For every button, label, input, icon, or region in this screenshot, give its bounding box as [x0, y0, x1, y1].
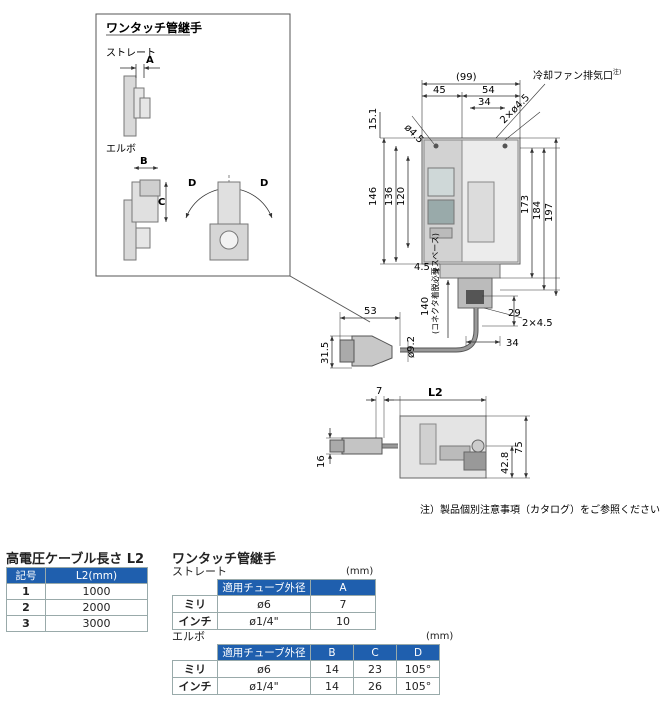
- fitting-table-title: ワンタッチ管継手: [172, 552, 277, 567]
- cable-header-l2: L2(mm): [45, 567, 148, 584]
- straight-fitting-table: 適用チューブ外径 A ミリ ø6 7 インチ ø1/4" 10: [172, 579, 376, 630]
- table-row: ミリ ø6 7: [172, 595, 376, 613]
- elbow-fitting-table: 適用チューブ外径 B C D ミリ ø6 14 23 105° インチ ø1/4…: [172, 644, 440, 695]
- dim-54: 54: [482, 85, 495, 96]
- footnote: 注）製品個別注意事項（カタログ）をご参照ください。: [420, 503, 660, 516]
- dim-197: 197: [544, 203, 555, 222]
- table-row: ミリ ø6 14 23 105°: [172, 660, 440, 678]
- dim-a-label: A: [146, 55, 154, 66]
- dim-34-bottom: 34: [506, 338, 519, 349]
- inset-title: ワンタッチ管継手: [106, 20, 202, 35]
- straight-table-label: ストレート: [172, 565, 227, 578]
- dim-120: 120: [396, 187, 407, 206]
- dim-75: 75: [514, 441, 525, 454]
- dim-29: 29: [508, 308, 521, 319]
- straight-header-tube: 適用チューブ外径: [217, 579, 311, 596]
- elbow-fitting-side: B C: [123, 156, 168, 261]
- technical-drawing: ワンタッチ管継手 ストレート エルボ A B C: [95, 13, 660, 516]
- dim-phi9-2: ø9.2: [406, 336, 417, 358]
- inset-elbow-label: エルボ: [106, 143, 136, 155]
- elbow-header-d: D: [396, 644, 440, 661]
- cable-header-code: 記号: [6, 567, 46, 584]
- dim-42-8: 42.8: [500, 452, 511, 474]
- elbow-table-label: エルボ: [172, 630, 205, 643]
- connector-space-label: (コネクタ着脱必要スペース): [430, 233, 440, 334]
- table-row: 1 1000: [6, 583, 148, 600]
- elbow-header-c: C: [353, 644, 397, 661]
- dim-b-label: B: [140, 156, 148, 167]
- dim-l2: L2: [428, 386, 443, 399]
- straight-table-unit: (mm): [346, 566, 374, 577]
- straight-fitting: A: [120, 55, 160, 137]
- fan-note-mark: 注): [613, 68, 621, 76]
- table-row: 2 2000: [6, 599, 148, 616]
- dim-136: 136: [384, 187, 395, 206]
- table-row: インチ ø1/4" 14 26 105°: [172, 677, 440, 695]
- fan-exhaust-label: 冷却ファン排気口: [533, 69, 613, 82]
- dim-hole-top: 2×ø4.5: [498, 92, 532, 126]
- dim-4-5: 4.5: [414, 262, 430, 273]
- dim-45: 45: [433, 85, 446, 96]
- dim-140: 140: [420, 297, 431, 316]
- dim-146: 146: [368, 187, 379, 206]
- elbow-header-tube: 適用チューブ外径: [217, 644, 311, 661]
- straight-header-a: A: [310, 579, 376, 596]
- dim-15-1: 15.1: [368, 108, 379, 130]
- dim-173: 173: [520, 195, 531, 214]
- cable-table-title: 高電圧ケーブル長さ L2: [6, 552, 145, 567]
- dim-d-right-label: D: [260, 178, 268, 189]
- elbow-fitting-front: D D: [185, 175, 273, 261]
- dim-c-label: C: [158, 197, 165, 208]
- side-view: 7 L2 16 42.8 75: [316, 386, 530, 479]
- dim-16: 16: [316, 455, 327, 468]
- elbow-header-b: B: [310, 644, 354, 661]
- table-row: インチ ø1/4" 10: [172, 612, 376, 630]
- dim-53: 53: [364, 306, 377, 317]
- front-view: (99) 45 54 34 2×ø4.5 ø4.5 冷却ファン排気口 注) 14…: [320, 68, 621, 369]
- dim-34-top: 34: [478, 97, 491, 108]
- inset-straight-label: ストレート: [106, 48, 156, 59]
- dim-hole-bottom: 2×4.5: [522, 318, 553, 329]
- dim-31-5: 31.5: [320, 342, 331, 364]
- dim-d-left-label: D: [188, 178, 196, 189]
- cable-length-table: 記号 L2(mm) 1 1000 2 2000 3 3000: [6, 567, 148, 632]
- dim-99: (99): [456, 72, 477, 83]
- elbow-table-unit: (mm): [426, 631, 454, 642]
- table-row: 3 3000: [6, 615, 148, 632]
- dim-7: 7: [376, 386, 382, 397]
- fitting-inset: ワンタッチ管継手 ストレート エルボ A B C: [95, 13, 371, 323]
- dim-184: 184: [532, 201, 543, 220]
